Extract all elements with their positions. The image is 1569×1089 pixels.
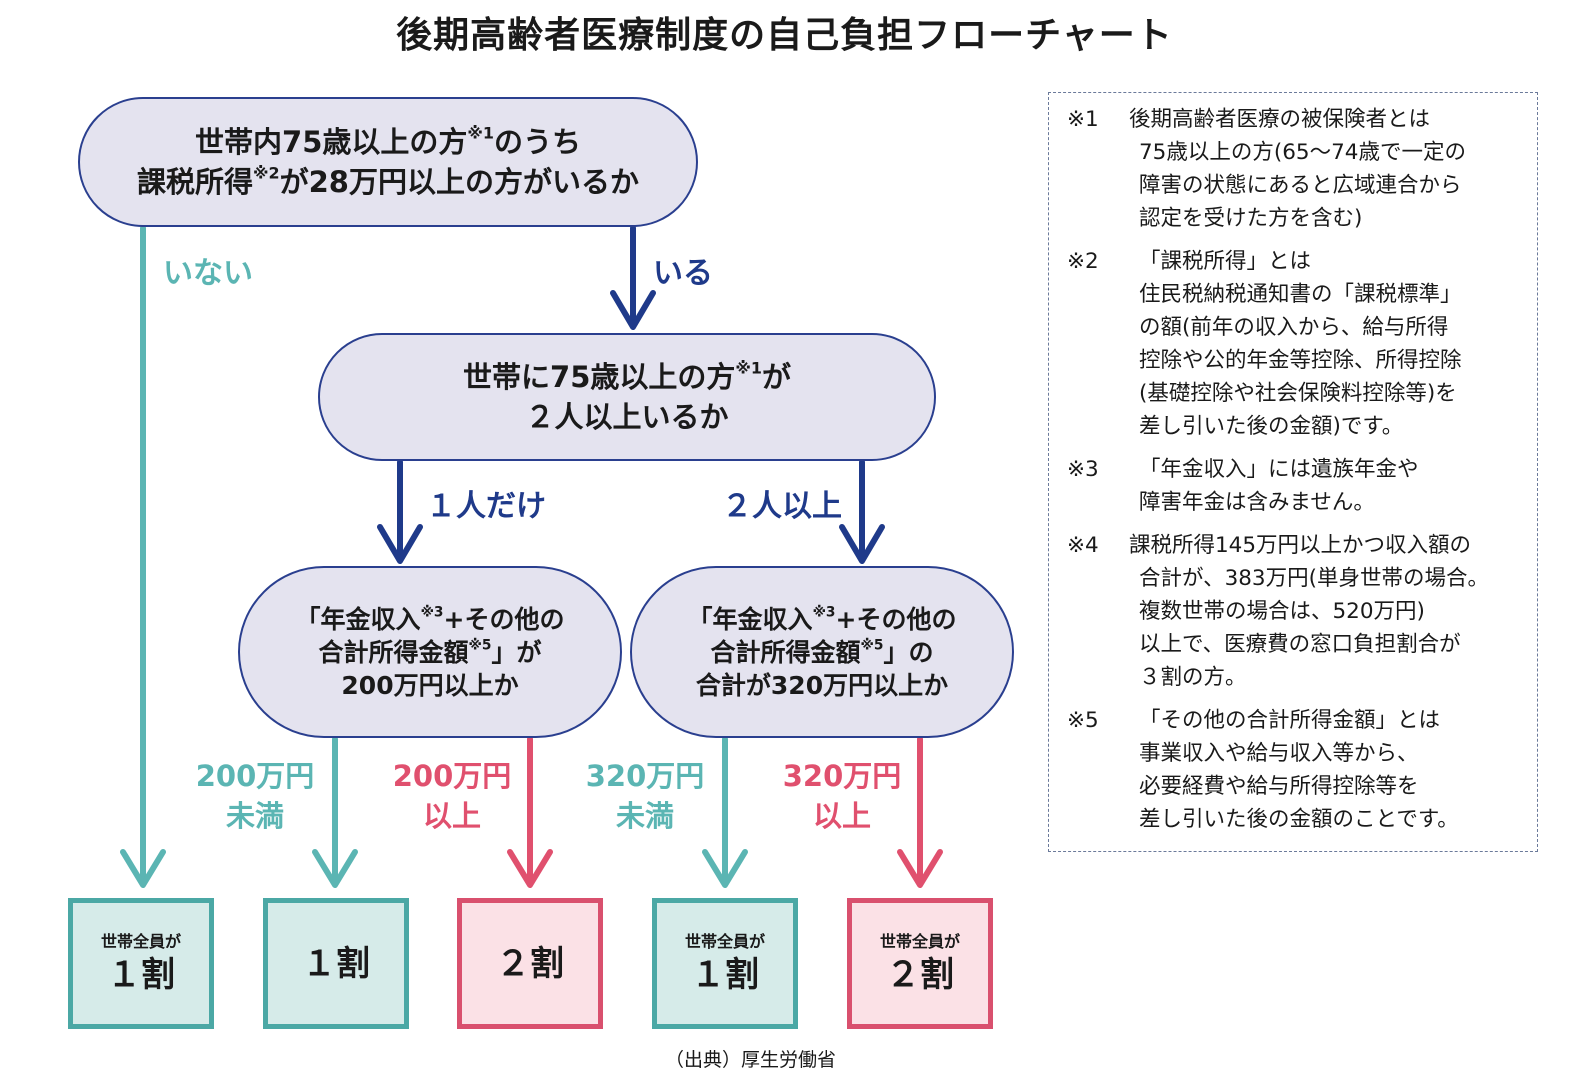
page-title: 後期高齢者医療制度の自己負担フローチャート (396, 15, 1173, 56)
note-5: ※5 「その他の合計所得金額」とは 事業収入や給与収入等から、 必要経費や給与所… (1067, 708, 1459, 832)
question-node-4: 「年金収入※3+その他の 合計所得金額※5」の 合計が320万円以上か (630, 566, 1014, 738)
result-box-1: 世帯全員が １割 (68, 898, 214, 1029)
branch-label-two: ２人以上 (722, 489, 842, 524)
branch-label-320-over: 320万円以上 (782, 759, 902, 833)
note-4: ※4 課税所得145万円以上かつ収入額の 合計が、383万円(単身世帯の場合。 … (1067, 533, 1489, 690)
question-node-3: 「年金収入※3+その他の 合計所得金額※5」が 200万円以上か (238, 566, 622, 738)
branch-label-200-under: 200万円未満 (195, 759, 315, 833)
arrow-200-under (312, 736, 358, 888)
question-node-1: 世帯内75歳以上の方※1のうち 課税所得※2が28万円以上の方がいるか (78, 97, 698, 227)
note-1: ※1 後期高齢者医療の被保険者とは 75歳以上の方(65～74歳で一定の 障害の… (1067, 107, 1466, 231)
source-caption: （出典）厚生労働省 (665, 1049, 837, 1071)
branch-label-inai: いない (163, 256, 253, 291)
note-2: ※2 「課税所得」とは 住民税納税通知書の「課税標準」 の額(前年の収入から、給… (1067, 249, 1462, 439)
question-node-2: 世帯に75歳以上の方※1が ２人以上いるか (318, 333, 936, 461)
note-3: ※3 「年金収入」には遺族年金や 障害年金は含みません。 (1067, 457, 1419, 515)
result-box-5: 世帯全員が ２割 (847, 898, 993, 1029)
arrow-inai (120, 225, 166, 888)
arrow-320-over (897, 736, 943, 888)
arrow-one (377, 459, 423, 564)
branch-label-200-over: 200万円以上 (392, 759, 512, 833)
result-box-4: 世帯全員が １割 (652, 898, 798, 1029)
arrow-iru (610, 225, 656, 330)
branch-label-one: １人だけ (426, 489, 546, 524)
branch-label-iru: いる (653, 256, 713, 291)
arrow-two (839, 459, 885, 564)
result-box-3: ２割 (457, 898, 603, 1029)
result-box-2: １割 (263, 898, 409, 1029)
arrow-320-under (702, 736, 748, 888)
notes-panel: ※1 後期高齢者医療の被保険者とは 75歳以上の方(65～74歳で一定の 障害の… (1048, 92, 1538, 852)
arrow-200-over (507, 736, 553, 888)
branch-label-320-under: 320万円未満 (585, 759, 705, 833)
